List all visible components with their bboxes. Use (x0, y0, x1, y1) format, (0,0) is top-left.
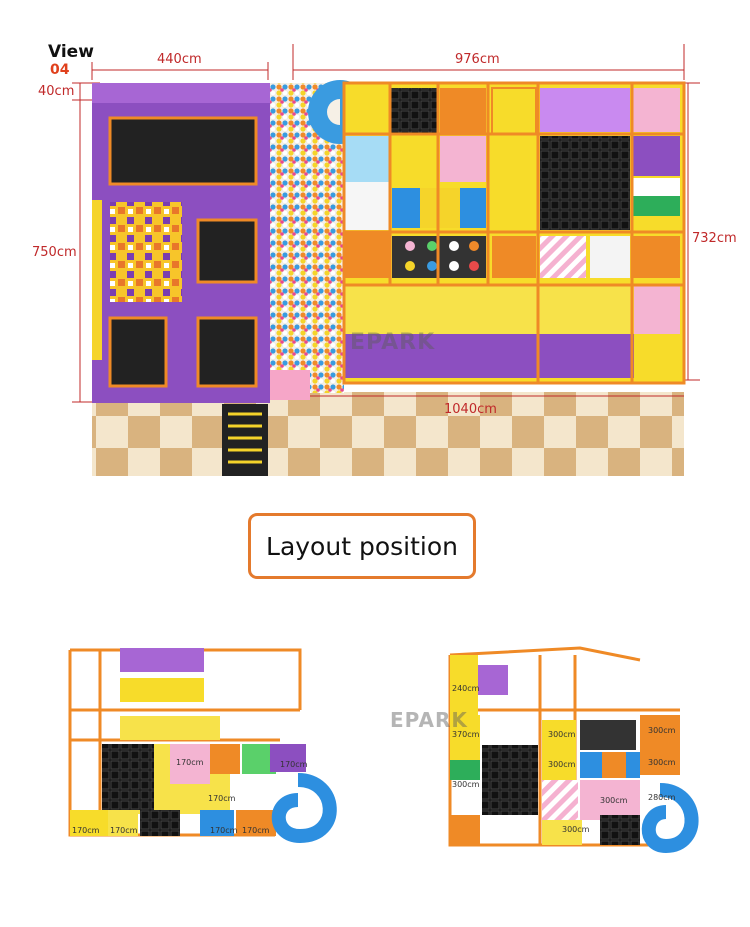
left-label-3: 170cm (208, 794, 236, 803)
plan-view (72, 44, 700, 476)
left-label-2: 170cm (280, 760, 308, 769)
brand-watermark-bottom: EPARK (390, 708, 468, 732)
right-label-8: 300cm (600, 796, 628, 805)
dim-right-height: 732cm (692, 231, 737, 246)
brand-watermark-top: EPARK (350, 330, 436, 355)
left-3d-view (68, 648, 337, 844)
left-label-5: 170cm (110, 826, 138, 835)
right-label-3: 300cm (548, 730, 576, 739)
dim-left-width: 440cm (157, 52, 202, 67)
right-label-10: 280cm (648, 793, 676, 802)
left-label-1: 170cm (176, 758, 204, 767)
right-label-2: 370cm (452, 730, 480, 739)
left-label-4: 170cm (72, 826, 100, 835)
right-label-9: 300cm (562, 825, 590, 834)
right-3d-view (448, 646, 699, 854)
view-number: 04 (50, 62, 70, 78)
dim-total-width: 1040cm (444, 402, 497, 417)
dim-right-width: 976cm (455, 52, 500, 67)
right-label-4: 300cm (648, 726, 676, 735)
dim-left-height: 750cm (32, 245, 77, 260)
right-label-7: 300cm (452, 780, 480, 789)
right-label-6: 300cm (648, 758, 676, 767)
dim-top-offset: 40cm (38, 84, 75, 99)
left-label-7: 170cm (242, 826, 270, 835)
right-label-1: 240cm (452, 684, 480, 693)
layout-position-label: Layout position (266, 531, 458, 561)
left-label-6: 170cm (210, 826, 238, 835)
view-title: View (48, 42, 94, 62)
right-label-5: 300cm (548, 760, 576, 769)
layout-position-button[interactable]: Layout position (248, 513, 476, 579)
